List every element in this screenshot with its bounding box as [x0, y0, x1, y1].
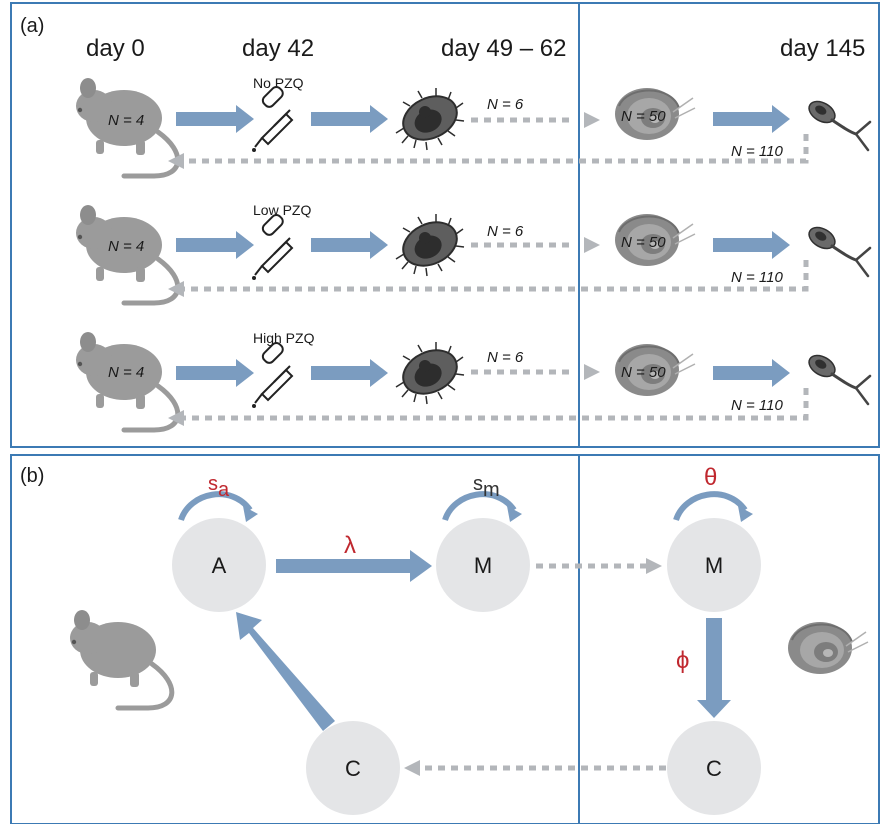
treatment-row: N = 4 High PZQ N = 6 N = 50 N = 110 [76, 330, 872, 430]
dotted-arrowhead [404, 760, 420, 776]
egg-icon [395, 213, 465, 277]
egg-icon [395, 341, 465, 405]
snail-icon [787, 621, 869, 675]
mouse-n-label: N = 4 [108, 112, 144, 129]
mouse-icon [70, 610, 172, 708]
day-0-label: day 0 [86, 35, 145, 62]
arrow-a-to-m [276, 550, 432, 582]
cercaria-icon [803, 221, 872, 278]
blue-arrow [176, 231, 254, 259]
dropper-icon [251, 339, 293, 409]
blue-arrow [713, 105, 790, 133]
node-adult [172, 518, 266, 612]
treatment-label: No PZQ [253, 75, 304, 91]
node-miracidia-snail [667, 518, 761, 612]
snail-n-label: N = 50 [621, 234, 666, 251]
panel-b-frame [10, 454, 880, 824]
dropper-icon [251, 83, 293, 153]
dotted-arrowhead [168, 281, 184, 297]
transfer-n-label: N = 6 [487, 223, 524, 240]
snail-n-label: N = 50 [621, 364, 666, 381]
self-loop-arrowhead [738, 506, 753, 522]
dotted-return [182, 134, 809, 164]
mouse-n-label: N = 4 [108, 238, 144, 255]
node-cercariae-host [306, 721, 400, 815]
self-loop-miracidia-snail [673, 491, 748, 522]
mouse-n-label: N = 4 [108, 364, 144, 381]
blue-arrow [311, 231, 388, 259]
self-loop-arrowhead [243, 506, 258, 522]
dotted-arrowhead [646, 558, 662, 574]
param-s-m: sm [473, 473, 500, 501]
param-phi: ϕ [676, 647, 689, 674]
node-adult-label: A [212, 553, 227, 578]
return-n-label: N = 110 [731, 269, 783, 286]
blue-arrow [176, 105, 254, 133]
param-theta: θ [704, 464, 717, 491]
param-lambda: λ [344, 532, 356, 559]
day-145-label: day 145 [780, 35, 865, 62]
node-cercariae-snail-label: C [706, 756, 722, 781]
dotted-arrowhead [584, 237, 600, 253]
arrow-m-to-c [697, 618, 731, 718]
day-42-label: day 42 [242, 35, 314, 62]
dotted-arrowhead [168, 153, 184, 169]
node-cercariae-host-label: C [345, 756, 361, 781]
node-miracidia-snail-label: M [705, 553, 723, 578]
return-n-label: N = 110 [731, 143, 783, 160]
dotted-arrowhead [584, 112, 600, 128]
node-cercariae-snail [667, 721, 761, 815]
self-loop-adult [178, 491, 253, 522]
transfer-n-label: N = 6 [487, 349, 524, 366]
day-49-62-label: day 49 – 62 [441, 35, 566, 62]
cercaria-icon [803, 349, 872, 406]
mouse-icon [76, 332, 178, 430]
blue-arrow [311, 359, 388, 387]
blue-arrow [713, 359, 790, 387]
treatment-label: High PZQ [253, 330, 315, 346]
treatment-row: N = 4 Low PZQ N = 6 N = 50 N = 110 [76, 202, 872, 303]
self-loop-arrowhead [507, 506, 522, 522]
self-loop-miracidia-host [442, 491, 517, 522]
blue-arrow [713, 231, 790, 259]
cercaria-icon [803, 95, 872, 152]
blue-arrow [176, 359, 254, 387]
dotted-return [182, 388, 809, 421]
node-miracidia-host-label: M [474, 553, 492, 578]
panel-b-label: (b) [20, 465, 44, 487]
panel-a-label: (a) [20, 15, 44, 37]
return-n-label: N = 110 [731, 397, 783, 414]
dotted-arrowhead [584, 364, 600, 380]
param-s-a: sa [208, 473, 230, 501]
egg-icon [395, 87, 465, 151]
blue-arrow [311, 105, 388, 133]
node-miracidia-host [436, 518, 530, 612]
snail-n-label: N = 50 [621, 108, 666, 125]
treatment-row: N = 4 No PZQ N = 6 N = 50 N = 110 [76, 75, 872, 176]
dropper-icon [251, 211, 293, 281]
dotted-return [182, 260, 809, 292]
treatment-label: Low PZQ [253, 202, 311, 218]
transfer-n-label: N = 6 [487, 96, 524, 113]
panel-a-frame [10, 2, 880, 448]
arrow-c-to-a [236, 612, 335, 731]
dotted-arrowhead [168, 410, 184, 426]
